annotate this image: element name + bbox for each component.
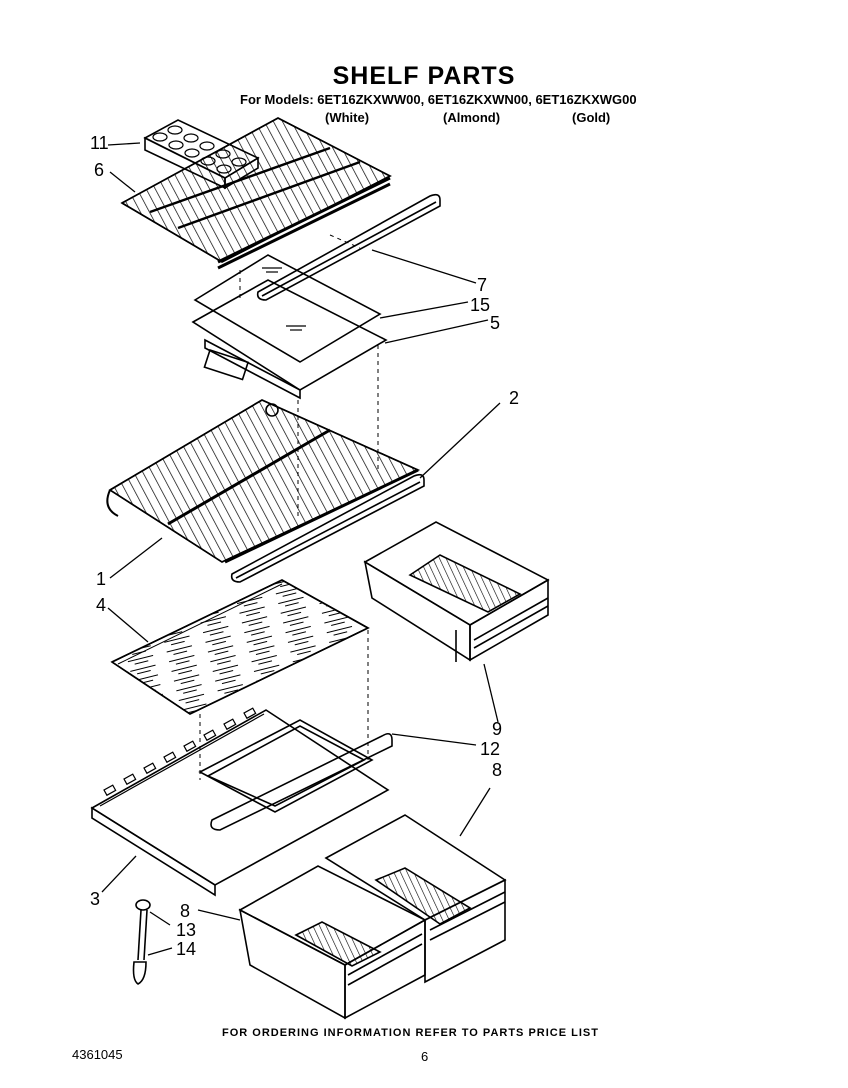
variant-white: (White) — [325, 110, 370, 125]
pan-frame — [191, 279, 388, 400]
humidity-control-knob — [132, 899, 151, 985]
callout-2: 2 — [509, 388, 520, 408]
callout-8-upper: 8 — [492, 760, 503, 780]
main-wire-shelf — [106, 399, 420, 564]
callout-9: 9 — [492, 719, 503, 739]
page-title: SHELF PARTS — [332, 62, 516, 90]
callout-4: 4 — [96, 595, 107, 615]
alignment-lines — [199, 234, 379, 780]
document-number: 4361045 — [72, 1047, 123, 1062]
shelf-trim-strip — [256, 193, 441, 301]
callout-15: 15 — [470, 295, 491, 315]
callout-3: 3 — [90, 889, 101, 909]
ordering-note: FOR ORDERING INFORMATION REFER TO PARTS … — [222, 1027, 599, 1039]
model-numbers: For Models: 6ET16ZKXWW00, 6ET16ZKXWN00, … — [240, 92, 637, 107]
crisper-pans — [238, 814, 507, 1020]
meat-pan — [363, 521, 550, 662]
callout-1: 1 — [96, 569, 107, 589]
crisper-frame — [90, 707, 393, 897]
variant-gold: (Gold) — [572, 110, 611, 125]
page-number: 6 — [421, 1049, 429, 1064]
crisper-glass-cover — [193, 254, 382, 363]
callout-7: 7 — [477, 275, 488, 295]
callout-11: 11 — [90, 133, 109, 153]
variant-almond: (Almond) — [443, 110, 501, 125]
callout-12: 12 — [480, 739, 501, 759]
leader-lines — [101, 142, 501, 956]
freezer-wire-shelf — [120, 117, 392, 270]
callout-6: 6 — [94, 160, 105, 180]
callout-14: 14 — [176, 939, 197, 959]
callout-13: 13 — [176, 920, 197, 940]
callout-8-lower: 8 — [180, 901, 191, 921]
callout-5: 5 — [490, 313, 501, 333]
shelf-trim — [230, 473, 425, 583]
glass-shelf — [110, 579, 370, 715]
